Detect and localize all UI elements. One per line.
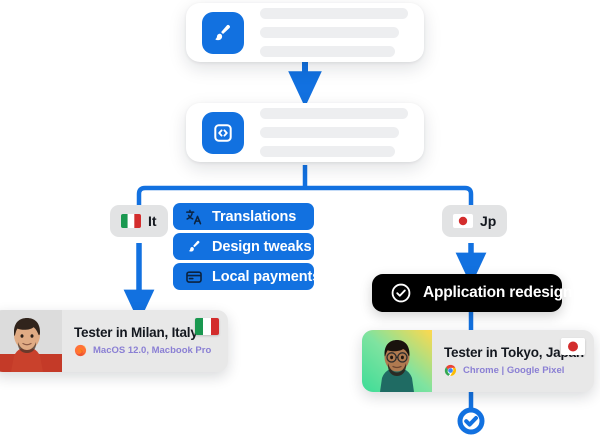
placeholder-line	[260, 8, 408, 19]
task-pill-design-tweaks-label: Design tweaks	[212, 238, 312, 255]
placeholder-line	[260, 146, 395, 157]
task-pill-translations[interactable]: Translations	[173, 203, 314, 230]
italy-flag-icon	[121, 214, 141, 228]
task-pill-local-payments[interactable]: Local payments	[173, 263, 320, 290]
document-card-design[interactable]	[186, 3, 424, 62]
milestone-label: Application redesign	[423, 284, 573, 301]
milestone-application-redesign[interactable]: Application redesign	[372, 274, 573, 312]
chrome-icon	[444, 364, 457, 377]
avatar	[362, 330, 432, 392]
tester-device: Chrome | Google Pixel	[444, 364, 584, 377]
avatar	[0, 310, 62, 372]
tester-name: Tester in Tokyo, Japan	[444, 345, 584, 360]
japan-flag-icon	[453, 214, 473, 228]
paintbrush-icon	[202, 11, 244, 54]
check-circle-icon	[390, 282, 412, 304]
japan-flag-icon	[561, 338, 585, 355]
task-pill-design-tweaks[interactable]: Design tweaks	[173, 233, 314, 260]
firefox-icon	[74, 344, 87, 357]
tester-device-label: Chrome | Google Pixel	[463, 365, 565, 376]
italy-flag-icon	[195, 318, 219, 335]
code-brackets-icon	[202, 111, 244, 154]
credit-card-icon	[185, 268, 203, 286]
language-badge-it[interactable]: It	[110, 205, 168, 237]
task-pill-translations-label: Translations	[212, 208, 297, 225]
placeholder-line	[260, 108, 408, 119]
tester-info: Tester in Tokyo, Japan Chrome | Google P…	[432, 330, 594, 392]
tester-card-tokyo[interactable]: Tester in Tokyo, Japan Chrome | Google P…	[362, 330, 594, 392]
tester-device: MacOS 12.0, Macbook Pro	[74, 344, 216, 357]
placeholder-lines	[260, 8, 408, 57]
language-badge-it-label: It	[148, 213, 157, 229]
tester-card-milan[interactable]: Tester in Milan, Italy MacOS 12.0, Macbo…	[0, 310, 228, 372]
task-pill-local-payments-label: Local payments	[212, 268, 321, 285]
placeholder-lines	[260, 108, 408, 157]
tester-device-label: MacOS 12.0, Macbook Pro	[93, 345, 212, 356]
placeholder-line	[260, 127, 400, 138]
tester-name: Tester in Milan, Italy	[74, 325, 198, 340]
language-badge-jp[interactable]: Jp	[442, 205, 508, 237]
placeholder-line	[260, 46, 395, 57]
tester-info: Tester in Milan, Italy MacOS 12.0, Macbo…	[62, 310, 228, 372]
paintbrush-icon	[185, 238, 203, 256]
placeholder-line	[260, 27, 400, 38]
document-card-code[interactable]	[186, 103, 424, 162]
translate-icon	[185, 208, 203, 226]
language-badge-jp-label: Jp	[480, 213, 497, 229]
